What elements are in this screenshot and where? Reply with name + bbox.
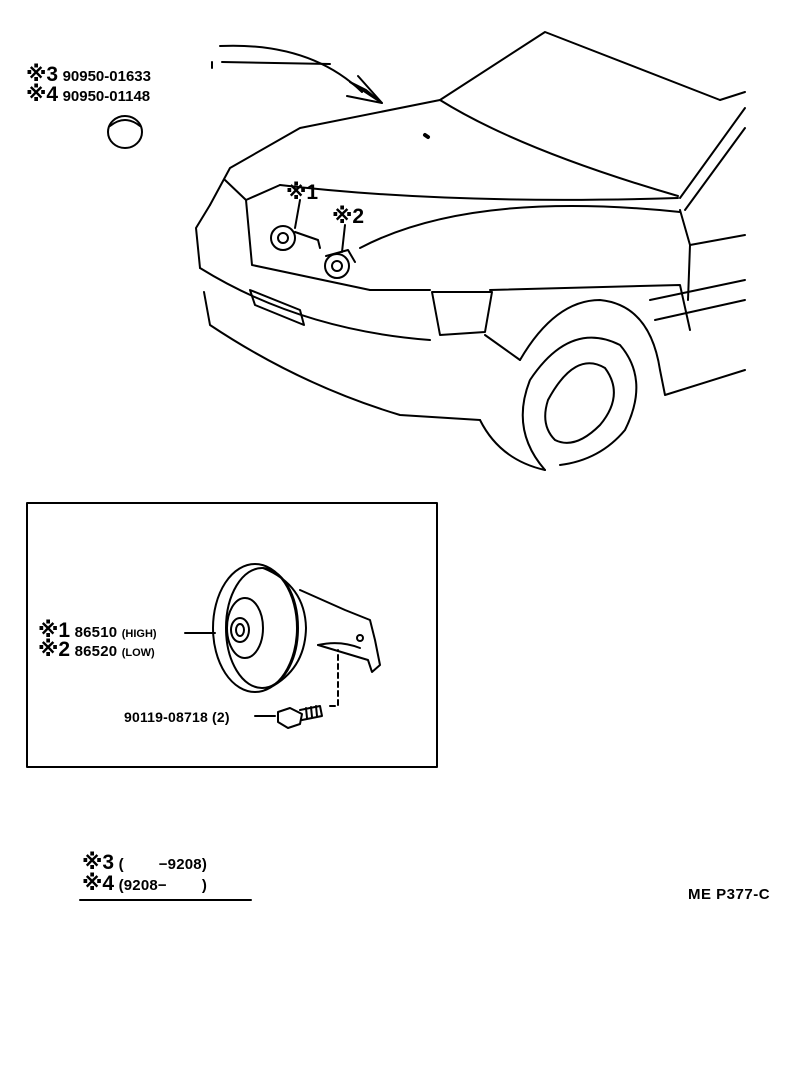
footnote-4-mark: ※4 <box>82 872 115 895</box>
diagram-code: ME P377-C <box>688 886 771 903</box>
detail-high-note: (HIGH) <box>121 628 157 640</box>
horn-low-on-car <box>324 249 356 279</box>
bolt-part-number: 90119-08718 (2) <box>124 709 230 725</box>
detail-label-high: ※1 86510 (HIGH) <box>38 618 157 643</box>
horn-high-on-car <box>270 225 321 251</box>
callout-4-part: 90950-01148 <box>62 88 151 105</box>
callout-3-part: 90950-01633 <box>62 68 151 85</box>
detail-frame <box>26 502 438 768</box>
pointer-arrow <box>219 44 363 93</box>
callout-4: ※4 90950-01148 <box>26 82 150 107</box>
footnote-3-range: ( −9208) <box>118 856 208 873</box>
bolt-detail <box>277 705 323 729</box>
detail-low-note: (LOW) <box>121 647 155 659</box>
grommet-cap <box>107 115 143 149</box>
footnote-3-mark: ※3 <box>82 851 115 874</box>
car-callout-2: ※2 <box>332 205 365 228</box>
footnote-row-3: ※3 ( −9208) <box>82 850 207 875</box>
leader-bracket <box>211 61 331 69</box>
detail-low-mark: ※2 <box>38 638 71 661</box>
detail-high-part: 86510 <box>74 624 118 641</box>
callout-3: ※3 90950-01633 <box>26 62 151 87</box>
callout-4-mark: ※4 <box>26 83 59 106</box>
footnote-4-range: (9208− ) <box>118 877 208 894</box>
detail-low-part: 86520 <box>74 643 118 660</box>
horn-detail <box>212 563 381 693</box>
car-outline <box>195 31 746 471</box>
footnote-row-4: ※4 (9208− ) <box>82 871 207 896</box>
arrow-head <box>349 81 383 104</box>
callout-3-mark: ※3 <box>26 63 59 86</box>
car-callout-1: ※1 <box>286 181 319 204</box>
detail-label-low: ※2 86520 (LOW) <box>38 637 155 662</box>
detail-high-mark: ※1 <box>38 619 71 642</box>
